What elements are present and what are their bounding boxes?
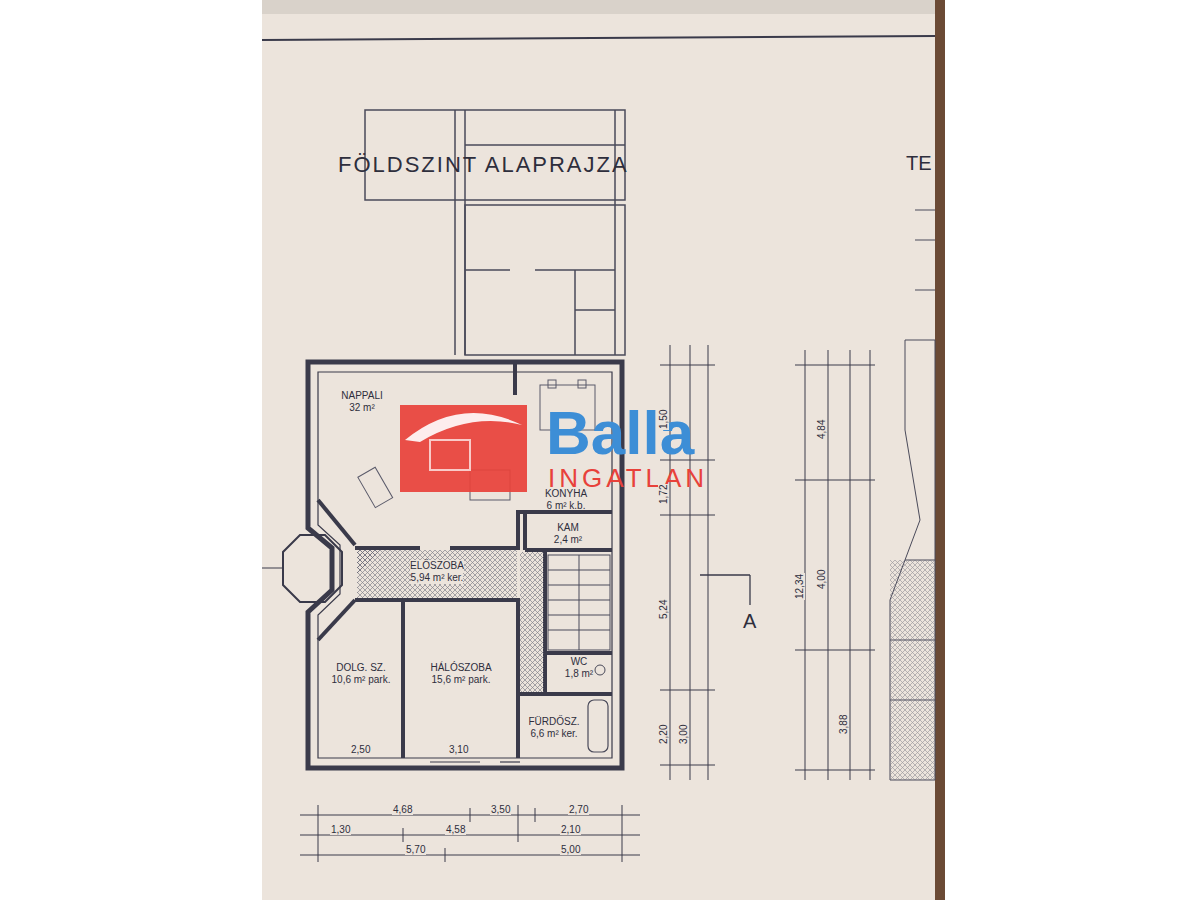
watermark-text: Balla — [546, 402, 694, 464]
dimension: 3,00 — [678, 724, 689, 745]
room-name: WC — [571, 656, 588, 668]
dimension: 2,70 — [568, 804, 589, 815]
room-box: KAM2,4 m² — [528, 522, 608, 546]
dimension: 4,58 — [445, 824, 466, 835]
dimension: 5,00 — [560, 844, 581, 855]
watermark-text: INGATLAN — [548, 465, 708, 491]
room-name: DOLG. SZ. — [336, 662, 385, 674]
dimension: 3,10 — [448, 744, 469, 755]
dimension: 3,50 — [490, 804, 511, 815]
dimension: 4,68 — [392, 804, 413, 815]
dimension: 12,34 — [794, 573, 805, 600]
dimension: 5,70 — [405, 844, 426, 855]
room-area: 5,94 m² ker. — [411, 572, 464, 584]
dimension: 4,84 — [816, 419, 827, 440]
room-box: DOLG. SZ.10,6 m² park. — [322, 662, 400, 686]
dimension: 1,30 — [330, 824, 351, 835]
dimension: 2,20 — [658, 724, 669, 745]
dimension: 2,10 — [560, 824, 581, 835]
plan-title: FÖLDSZINT ALAPRAJZA — [338, 152, 629, 178]
room-box: NAPPALI32 m² — [324, 390, 400, 414]
section-mark: A — [742, 610, 757, 632]
room-area: 6,6 m² ker. — [530, 728, 577, 740]
sheet-title-fragment: TE — [905, 152, 933, 174]
room-area: 10,6 m² park. — [332, 674, 391, 686]
room-name: HÁLÓSZOBA — [430, 662, 491, 674]
dimension: 2,50 — [350, 744, 371, 755]
room-area: 2,4 m² — [554, 534, 582, 546]
dimension: 1,72 — [658, 484, 669, 505]
room-box: KONYHA6 m² k.b. — [522, 488, 610, 512]
room-box: FÜRDŐSZ.6,6 m² ker. — [521, 716, 587, 740]
room-box: WC1,8 m² — [548, 656, 610, 680]
room-name: NAPPALI — [341, 390, 383, 402]
dimension: 4,00 — [816, 569, 827, 590]
room-area: 1,8 m² — [565, 668, 593, 680]
room-area: 32 m² — [349, 402, 375, 414]
dimension: 5,24 — [658, 599, 669, 620]
room-name: FÜRDŐSZ. — [528, 716, 579, 728]
room-name: KAM — [557, 522, 579, 534]
room-box: HÁLÓSZOBA15,6 m² park. — [406, 662, 516, 686]
dimension: 3,88 — [838, 714, 849, 735]
room-name: ELŐSZOBA — [410, 560, 464, 572]
dimension: 1,50 — [658, 409, 669, 430]
room-area: 6 m² k.b. — [547, 500, 586, 512]
room-box: ELŐSZOBA5,94 m² ker. — [372, 560, 502, 584]
room-area: 15,6 m² park. — [432, 674, 491, 686]
